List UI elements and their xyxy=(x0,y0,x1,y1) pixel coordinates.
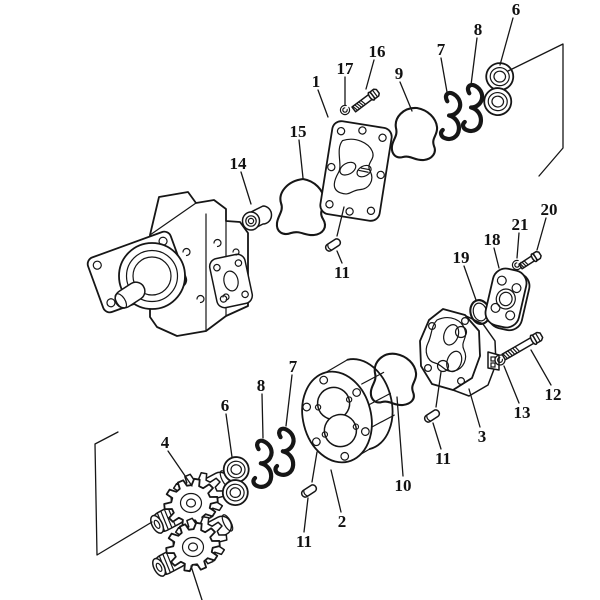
callout-leader-10 xyxy=(396,396,404,477)
part-callout-6: 6 xyxy=(221,396,230,415)
part-callout-4: 4 xyxy=(161,433,170,452)
part-12-bolt xyxy=(501,331,544,361)
part-1-cover-plate xyxy=(319,120,393,222)
assembly-marks xyxy=(94,43,564,600)
part-callout-6: 6 xyxy=(512,0,521,19)
part-8-snap-ring-top xyxy=(460,82,485,134)
pump-shaft-boss xyxy=(114,242,186,310)
part-callout-2: 2 xyxy=(338,512,347,531)
part-callout-11: 11 xyxy=(435,449,451,468)
callout-leader-3 xyxy=(468,388,481,428)
leader-line xyxy=(311,451,318,483)
callout-leader-16 xyxy=(365,59,375,90)
casting-marks xyxy=(182,238,240,304)
callout-leader-15 xyxy=(298,139,304,179)
part-callout-12: 12 xyxy=(545,385,562,404)
callout-leader-4 xyxy=(167,450,193,487)
part-18-flange xyxy=(484,267,531,332)
callout-leader-12 xyxy=(530,349,552,386)
part-7-snap-ring-top xyxy=(438,90,463,142)
callout-leader-9 xyxy=(399,81,413,112)
part-callout-10: 10 xyxy=(395,476,412,495)
part-callout-13: 13 xyxy=(514,403,531,422)
part-6-seal-lower xyxy=(221,456,250,506)
callout-labels: 1 17 16 9 7 8 6 15 14 11 20 21 18 19 12 13 3 11 10 2 11 4 6 8 7 xyxy=(161,0,562,551)
callout-leader-18 xyxy=(493,247,500,269)
callout-leader-11 xyxy=(336,250,343,264)
part-callout-17: 17 xyxy=(337,59,355,78)
part-7-snap-ring-lower xyxy=(273,426,296,477)
callout-leader-7 xyxy=(440,57,448,93)
part-10-gasket xyxy=(369,352,418,407)
leader-line xyxy=(336,206,345,237)
callout-leader-8 xyxy=(261,393,264,439)
part-6-seal-top xyxy=(483,62,515,116)
part-callout-14: 14 xyxy=(230,154,248,173)
part-17-washer xyxy=(339,104,351,116)
part-callout-19: 19 xyxy=(453,248,470,267)
callout-leader-13 xyxy=(503,365,520,404)
callout-leader-8 xyxy=(470,37,478,86)
part-callout-3: 3 xyxy=(478,427,487,446)
part-11-pin-mid xyxy=(423,409,441,423)
callout-leader-6 xyxy=(499,17,514,66)
part-callout-11: 11 xyxy=(334,263,350,282)
part-callout-1: 1 xyxy=(312,72,321,91)
group-bracket-left xyxy=(94,431,153,556)
pump-rear-flange xyxy=(208,253,254,309)
part-2-gear-case xyxy=(301,358,395,464)
part-callout-11: 11 xyxy=(296,532,312,551)
part-callout-21: 21 xyxy=(512,215,529,234)
part-callout-8: 8 xyxy=(474,20,483,39)
callout-leader-11 xyxy=(303,497,309,533)
callout-leader-11 xyxy=(432,422,442,450)
part-8-snap-ring-lower xyxy=(251,438,274,489)
callout-leader-6 xyxy=(225,413,233,458)
part-callout-7: 7 xyxy=(289,357,298,376)
part-4-gear-lower xyxy=(152,514,234,577)
part-11-pin-bottom xyxy=(300,484,318,498)
part-callout-7: 7 xyxy=(437,40,446,59)
part-16-bolt xyxy=(351,88,380,113)
callout-leader-21 xyxy=(516,232,520,259)
part-callout-20: 20 xyxy=(541,200,558,219)
part-callout-9: 9 xyxy=(395,64,404,83)
part-20-bolt xyxy=(518,250,542,270)
callout-leader-20 xyxy=(536,217,547,251)
part-9-gasket xyxy=(390,106,439,162)
leader-line xyxy=(190,565,203,600)
group-bracket-right xyxy=(507,43,564,177)
part-callout-18: 18 xyxy=(484,230,501,249)
part-callout-15: 15 xyxy=(290,122,307,141)
part-callout-16: 16 xyxy=(369,42,386,61)
part-callout-8: 8 xyxy=(257,376,266,395)
callout-leader-14 xyxy=(240,171,252,205)
leader-line xyxy=(435,371,442,408)
callout-leader-7 xyxy=(285,374,293,427)
callout-leader-19 xyxy=(463,265,477,301)
part-11-pin-top xyxy=(324,238,342,252)
callout-leader-2 xyxy=(330,469,342,513)
pump-body xyxy=(86,191,254,337)
callout-leader-1 xyxy=(317,89,329,118)
part-14-bushing xyxy=(241,205,273,231)
part-15-gasket xyxy=(275,177,327,237)
